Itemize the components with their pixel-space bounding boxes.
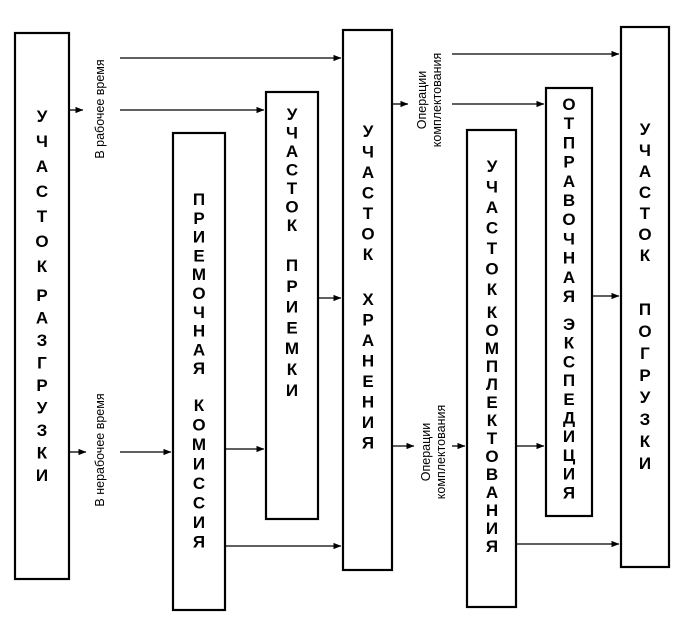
- block-unloading: [13, 31, 71, 581]
- label-picking-ops-top-line2: комплектования: [430, 53, 444, 147]
- block-receiving-commission: [171, 131, 227, 612]
- label-picking-ops-top-line1: Операции: [415, 71, 429, 129]
- label-working-time: В рабочее время: [93, 59, 107, 158]
- block-storage: [341, 28, 394, 572]
- label-picking-ops-bottom-line2: комплектования: [434, 405, 448, 499]
- block-receiving: [264, 90, 320, 521]
- label-non-working-time: В нерабочее время: [93, 393, 107, 506]
- block-dispatch: [544, 86, 594, 518]
- block-picking: [465, 128, 518, 609]
- block-loading: [619, 25, 671, 569]
- label-picking-ops-bottom-line1: Операции: [419, 423, 433, 481]
